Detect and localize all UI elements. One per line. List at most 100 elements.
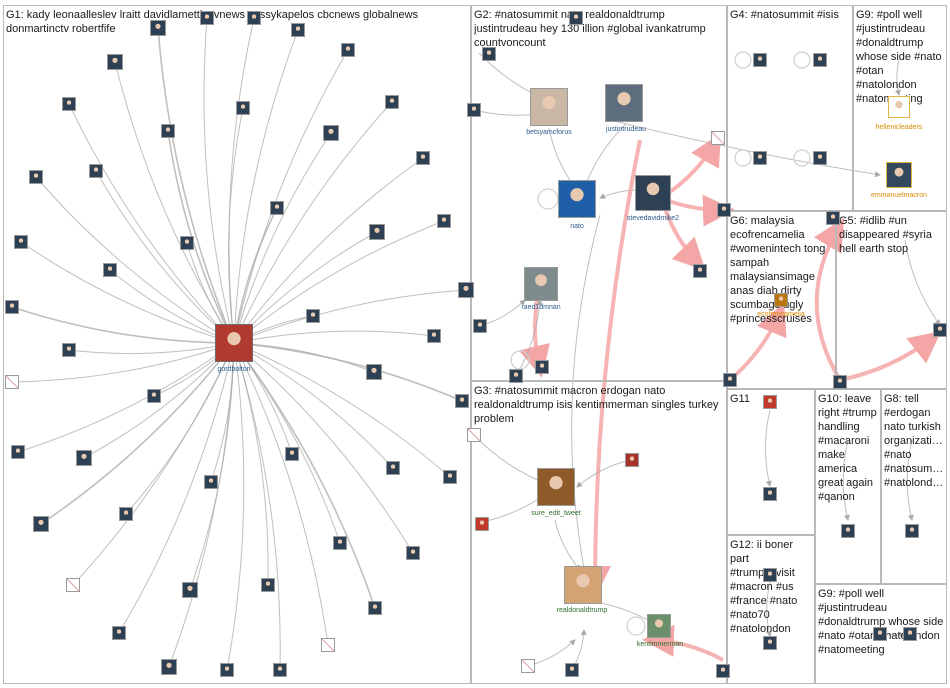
user-avatar[interactable]: [204, 475, 218, 489]
user-avatar[interactable]: [467, 428, 481, 442]
user-avatar[interactable]: [369, 224, 385, 240]
user-avatar[interactable]: [813, 53, 827, 67]
user-avatar[interactable]: [416, 151, 430, 165]
group-label-g2: G2: #natosummit nato realdonaldtrump jus…: [474, 9, 706, 49]
user-avatar[interactable]: [161, 659, 177, 675]
user-avatar[interactable]: [161, 124, 175, 138]
stevedavidmike2-avatar[interactable]: [635, 175, 671, 211]
user-avatar[interactable]: [107, 54, 123, 70]
user-avatar[interactable]: [147, 389, 161, 403]
user-avatar[interactable]: [33, 516, 49, 532]
user-avatar[interactable]: [5, 300, 19, 314]
user-avatar[interactable]: [873, 627, 887, 641]
user-avatar[interactable]: [306, 309, 320, 323]
user-avatar[interactable]: [455, 394, 469, 408]
user-avatar[interactable]: [625, 453, 639, 467]
user-avatar[interactable]: [905, 524, 919, 538]
user-avatar[interactable]: [763, 636, 777, 650]
node-label-emmanuelmacron: emmanuelmacron: [870, 192, 928, 199]
user-avatar[interactable]: [273, 663, 287, 677]
hellenicleaders-avatar[interactable]: [888, 96, 910, 118]
user-avatar[interactable]: [62, 343, 76, 357]
user-avatar[interactable]: [565, 663, 579, 677]
emmanuelmacron-avatar[interactable]: [886, 162, 912, 188]
raed1dmnan-avatar[interactable]: [524, 267, 558, 301]
user-avatar[interactable]: [112, 626, 126, 640]
user-avatar[interactable]: [437, 214, 451, 228]
user-avatar[interactable]: [443, 470, 457, 484]
user-avatar[interactable]: [535, 360, 549, 374]
user-avatar[interactable]: [385, 95, 399, 109]
user-avatar[interactable]: [482, 47, 496, 61]
betsyamcforus-avatar[interactable]: [530, 88, 568, 126]
user-avatar[interactable]: [323, 125, 339, 141]
user-avatar[interactable]: [200, 11, 214, 25]
user-avatar[interactable]: [261, 578, 275, 592]
edge: [228, 17, 255, 344]
user-avatar[interactable]: [716, 664, 730, 678]
user-avatar[interactable]: [76, 450, 92, 466]
user-avatar[interactable]: [29, 170, 43, 184]
user-avatar[interactable]: [386, 461, 400, 475]
user-avatar[interactable]: [763, 568, 777, 582]
user-avatar[interactable]: [236, 101, 250, 115]
user-avatar[interactable]: [321, 638, 335, 652]
realdonaldtrump-avatar[interactable]: [564, 566, 602, 604]
user-avatar[interactable]: [220, 663, 234, 677]
user-avatar[interactable]: [521, 659, 535, 673]
user-avatar[interactable]: [933, 323, 947, 337]
user-avatar[interactable]: [368, 601, 382, 615]
sure-edit-tweet-avatar[interactable]: [537, 468, 575, 506]
user-avatar[interactable]: [285, 447, 299, 461]
user-avatar[interactable]: [182, 582, 198, 598]
edge: [118, 342, 236, 634]
nato-logo[interactable]: [558, 180, 596, 218]
user-avatar[interactable]: [467, 103, 481, 117]
ecofrencamelia-avatar[interactable]: [774, 293, 788, 307]
user-avatar[interactable]: [89, 164, 103, 178]
gordbolton-avatar[interactable]: [215, 324, 253, 362]
user-avatar[interactable]: [291, 23, 305, 37]
user-avatar[interactable]: [475, 517, 489, 531]
user-avatar[interactable]: [569, 11, 583, 25]
user-avatar[interactable]: [427, 329, 441, 343]
user-avatar[interactable]: [763, 395, 777, 409]
user-avatar[interactable]: [813, 151, 827, 165]
user-avatar[interactable]: [247, 11, 261, 25]
user-avatar[interactable]: [717, 203, 731, 217]
user-avatar[interactable]: [841, 524, 855, 538]
user-avatar[interactable]: [119, 507, 133, 521]
user-avatar[interactable]: [753, 151, 767, 165]
user-avatar[interactable]: [458, 282, 474, 298]
user-avatar[interactable]: [723, 373, 737, 387]
user-avatar[interactable]: [366, 364, 382, 380]
user-avatar[interactable]: [826, 211, 840, 225]
self-loop: [793, 149, 811, 167]
user-avatar[interactable]: [270, 201, 284, 215]
user-avatar[interactable]: [14, 235, 28, 249]
user-avatar[interactable]: [711, 131, 725, 145]
group-box-g9: [815, 584, 947, 684]
user-avatar[interactable]: [103, 263, 117, 277]
user-avatar[interactable]: [406, 546, 420, 560]
user-avatar[interactable]: [150, 20, 166, 36]
justintrudeau-avatar[interactable]: [605, 84, 643, 122]
user-avatar[interactable]: [903, 627, 917, 641]
user-avatar[interactable]: [763, 487, 777, 501]
user-avatar[interactable]: [693, 264, 707, 278]
user-avatar[interactable]: [341, 43, 355, 57]
user-avatar[interactable]: [333, 536, 347, 550]
user-avatar[interactable]: [5, 375, 19, 389]
edge: [233, 330, 435, 345]
user-avatar[interactable]: [833, 375, 847, 389]
user-avatar[interactable]: [66, 578, 80, 592]
kentimmerman-avatar[interactable]: [647, 614, 671, 638]
user-avatar[interactable]: [473, 319, 487, 333]
user-avatar[interactable]: [62, 97, 76, 111]
user-avatar[interactable]: [753, 53, 767, 67]
group-box-g3: [471, 381, 727, 684]
user-avatar[interactable]: [509, 369, 523, 383]
user-avatar[interactable]: [11, 445, 25, 459]
edge: [842, 439, 850, 521]
user-avatar[interactable]: [180, 236, 194, 250]
